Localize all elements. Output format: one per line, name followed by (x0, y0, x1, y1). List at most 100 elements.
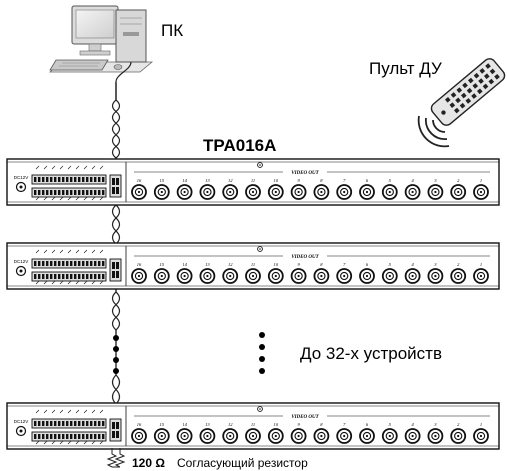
dc-power-jack (15, 425, 27, 437)
port-number-label: 12 (228, 178, 233, 183)
control-terminal-block (31, 409, 107, 445)
port-number-label: 9 (297, 422, 300, 427)
bnc-video-output (222, 184, 239, 200)
dc-power-jack (15, 265, 27, 277)
bnc-video-output (473, 184, 489, 200)
port-number-label: 10 (274, 262, 279, 267)
port-number-label: 16 (137, 262, 142, 267)
bnc-video-output (313, 268, 330, 284)
port-number-label: 1 (480, 178, 482, 183)
video-out-label: VIDEO OUT (291, 415, 319, 420)
continuation-dots (113, 332, 265, 374)
bnc-video-output (381, 184, 398, 200)
bnc-video-output (176, 184, 193, 200)
port-number-label: 6 (366, 262, 369, 267)
bnc-video-output (450, 268, 467, 284)
port-number-label: 11 (251, 262, 255, 267)
port-number-label: 3 (434, 422, 437, 427)
port-number-label: 13 (205, 422, 210, 427)
bnc-video-output (473, 268, 489, 284)
bnc-video-output (176, 268, 193, 284)
port-number-label: 16 (137, 178, 142, 183)
port-number-label: 13 (205, 262, 210, 267)
bnc-video-output (427, 268, 444, 284)
port-number-label: 16 (137, 422, 142, 427)
control-terminal-block (31, 165, 107, 201)
bnc-video-output (267, 268, 284, 284)
power-label: DC12V (14, 259, 29, 264)
bnc-video-output (313, 184, 330, 200)
ground-screw (257, 406, 263, 412)
bnc-video-output (359, 428, 375, 444)
bnc-video-output (290, 268, 307, 284)
bnc-video-output (359, 184, 375, 200)
bnc-video-output (131, 268, 147, 284)
port-number-label: 2 (457, 262, 460, 267)
bnc-video-output (222, 268, 239, 284)
port-number-label: 8 (320, 262, 323, 267)
remote-label: Пульт ДУ (369, 59, 442, 78)
bnc-video-output (473, 428, 489, 444)
dc-power-jack (15, 181, 27, 193)
more-devices-label: До 32-х устройств (300, 344, 442, 363)
port-number-label: 15 (160, 422, 165, 427)
twisted-pair-bus (111, 99, 121, 449)
bnc-video-output (267, 428, 284, 444)
port-number-label: 5 (389, 178, 392, 183)
port-number-label: 4 (411, 422, 414, 427)
pc-label: ПК (161, 21, 184, 40)
bnc-video-output (427, 428, 444, 444)
video-out-label: VIDEO OUT (291, 171, 319, 176)
device-model-label: TPA016A (203, 136, 277, 155)
bnc-video-output (199, 428, 216, 444)
port-number-label: 12 (228, 262, 233, 267)
bnc-video-output (131, 428, 147, 444)
port-number-label: 3 (434, 262, 437, 267)
bnc-video-output (404, 428, 421, 444)
remote-control-icon (430, 58, 506, 126)
bnc-video-output (245, 268, 261, 284)
rs485-port (109, 418, 122, 442)
port-number-label: 14 (182, 262, 187, 267)
resistor-description-label: Согласующий резистор (177, 456, 308, 470)
port-number-label: 14 (182, 178, 187, 183)
ground-screw (257, 162, 263, 168)
port-number-label: 10 (274, 422, 279, 427)
bnc-video-output (131, 184, 147, 200)
bnc-video-output (153, 428, 170, 444)
resistor-value-label: 120 Ω (132, 456, 165, 470)
control-terminal-block (31, 249, 107, 285)
port-number-label: 15 (160, 178, 165, 183)
power-label: DC12V (14, 175, 29, 180)
bnc-video-output (245, 428, 261, 444)
bnc-video-output (427, 184, 444, 200)
port-number-label: 7 (343, 262, 346, 267)
port-number-label: 13 (205, 178, 210, 183)
rs485-port (109, 174, 122, 198)
bnc-video-output (199, 268, 216, 284)
port-number-label: 2 (457, 178, 460, 183)
port-number-label: 14 (182, 422, 187, 427)
bnc-video-output (450, 184, 467, 200)
port-number-label: 11 (251, 178, 255, 183)
port-number-label: 4 (411, 262, 414, 267)
port-number-label: 1 (480, 422, 482, 427)
ir-signal-icon (417, 115, 450, 148)
bnc-video-output (245, 184, 261, 200)
video-out-label: VIDEO OUT (291, 255, 319, 260)
power-label: DC12V (14, 419, 29, 424)
bnc-video-output (290, 428, 307, 444)
bnc-video-output (176, 428, 193, 444)
port-number-label: 12 (228, 422, 233, 427)
bnc-video-output (404, 184, 421, 200)
port-number-label: 5 (389, 262, 392, 267)
bnc-video-output (199, 184, 216, 200)
rs485-port (109, 258, 122, 282)
bnc-video-output (381, 268, 398, 284)
port-number-label: 6 (366, 422, 369, 427)
bnc-video-output (404, 268, 421, 284)
port-number-label: 3 (434, 178, 437, 183)
